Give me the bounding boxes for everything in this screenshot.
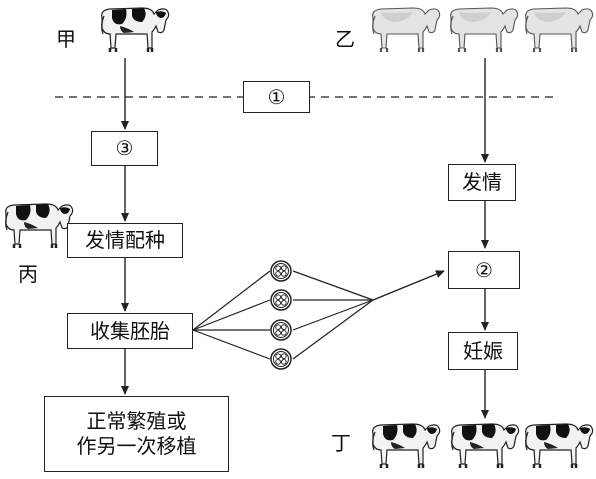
cow-yi-icon [449,6,519,54]
label-bing: 丙 [18,262,38,286]
cow-ding-icon [371,422,441,470]
label-ding: 丁 [331,431,351,455]
embryo-icon [270,260,292,282]
step2-box: ② [448,251,520,289]
embryo-icon [270,348,292,370]
step1-box: ① [243,81,310,113]
outcome-line2: 作另一次移植 [76,434,197,458]
cow-bing-icon [4,202,74,250]
embryo-fan-lines [192,270,374,360]
step3-box: ③ [91,131,158,166]
cow-yi-icon [371,6,441,54]
estrus-mating-box: 发情配种 [67,223,183,258]
embryo-icon [270,289,292,311]
embryo-icon [270,319,292,341]
pregnancy-box: 妊娠 [448,332,518,370]
outcome-line1: 正常繁殖或 [86,409,187,433]
label-jia: 甲 [56,27,76,51]
outcome-box: 正常繁殖或 作另一次移植 [44,396,229,472]
cow-yi-icon [524,6,594,54]
cow-ding-icon [450,422,520,470]
label-yi: 乙 [335,27,355,51]
estrus-box: 发情 [448,164,516,201]
cow-ding-icon [524,422,594,470]
cow-jia-icon [100,6,170,54]
collect-embryos-box: 收集胚胎 [67,313,193,349]
arrow-embryos-to-step2 [372,270,445,301]
